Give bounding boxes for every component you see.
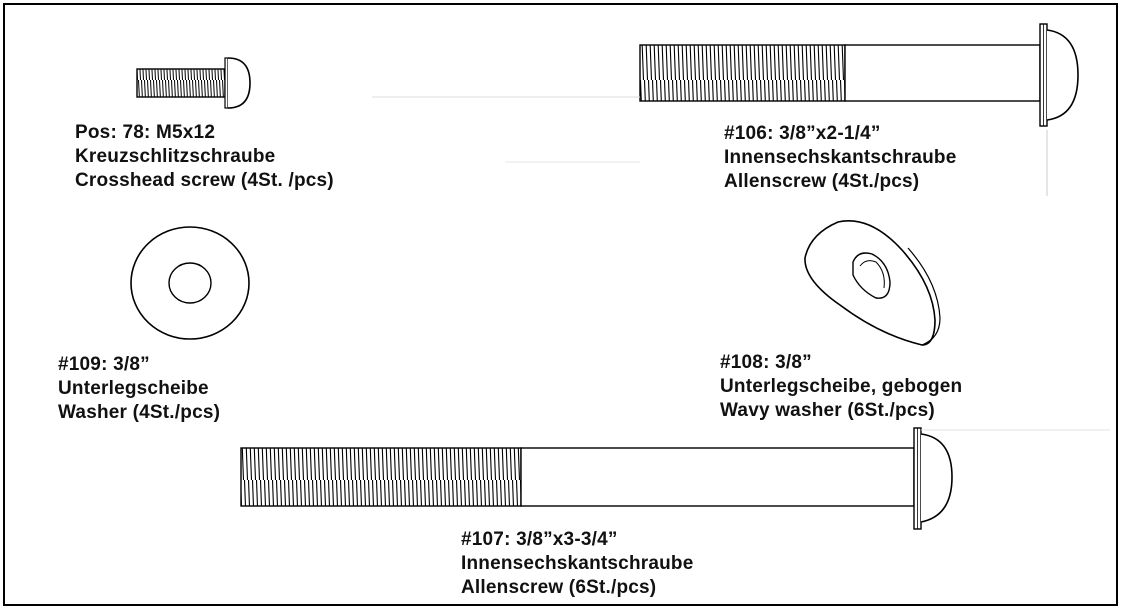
part-label-107: #107: 3/8”x3-3/4” Innensechskantschraube… xyxy=(461,528,693,600)
long-allen-screw-icon xyxy=(240,427,1110,530)
part-number: #106: 3/8”x2-1/4” xyxy=(724,123,881,144)
part-name-de: Unterlegscheibe xyxy=(58,378,209,399)
flat-washer-icon xyxy=(130,226,250,340)
part-name-en: Allenscrew (6St./pcs) xyxy=(461,577,657,598)
blank-overlay xyxy=(372,96,640,163)
part-label-108: #108: 3/8” Unterlegscheibe, gebogen Wavy… xyxy=(720,351,962,423)
part-number: #107: 3/8”x3-3/4” xyxy=(461,529,618,550)
part-name-de: Innensechskantschraube xyxy=(461,553,694,574)
part-name-en: Allenscrew (4St./pcs) xyxy=(724,171,920,192)
wavy-washer-icon xyxy=(804,220,941,346)
part-label-106: #106: 3/8”x2-1/4” Innensechskantschraube… xyxy=(724,122,956,194)
part-name-de: Kreuzschlitzschraube xyxy=(75,146,276,167)
part-name-en: Crosshead screw (4St. /pcs) xyxy=(75,170,334,191)
part-number: #108: 3/8” xyxy=(720,352,812,373)
part-name-de: Innensechskantschraube xyxy=(724,147,957,168)
part-name-de: Unterlegscheibe, gebogen xyxy=(720,376,963,397)
allen-screw-icon xyxy=(639,23,1079,196)
part-name-en: Washer (4St./pcs) xyxy=(58,402,221,423)
part-number: #109: 3/8” xyxy=(58,354,150,375)
part-number: Pos: 78: M5x12 xyxy=(75,122,216,143)
part-name-en: Wavy washer (6St./pcs) xyxy=(720,400,935,421)
part-label-109: #109: 3/8” Unterlegscheibe Washer (4St./… xyxy=(58,353,220,425)
part-label-pos78: Pos: 78: M5x12 Kreuzschlitzschraube Cros… xyxy=(75,121,334,193)
crosshead-screw-icon xyxy=(136,57,251,109)
